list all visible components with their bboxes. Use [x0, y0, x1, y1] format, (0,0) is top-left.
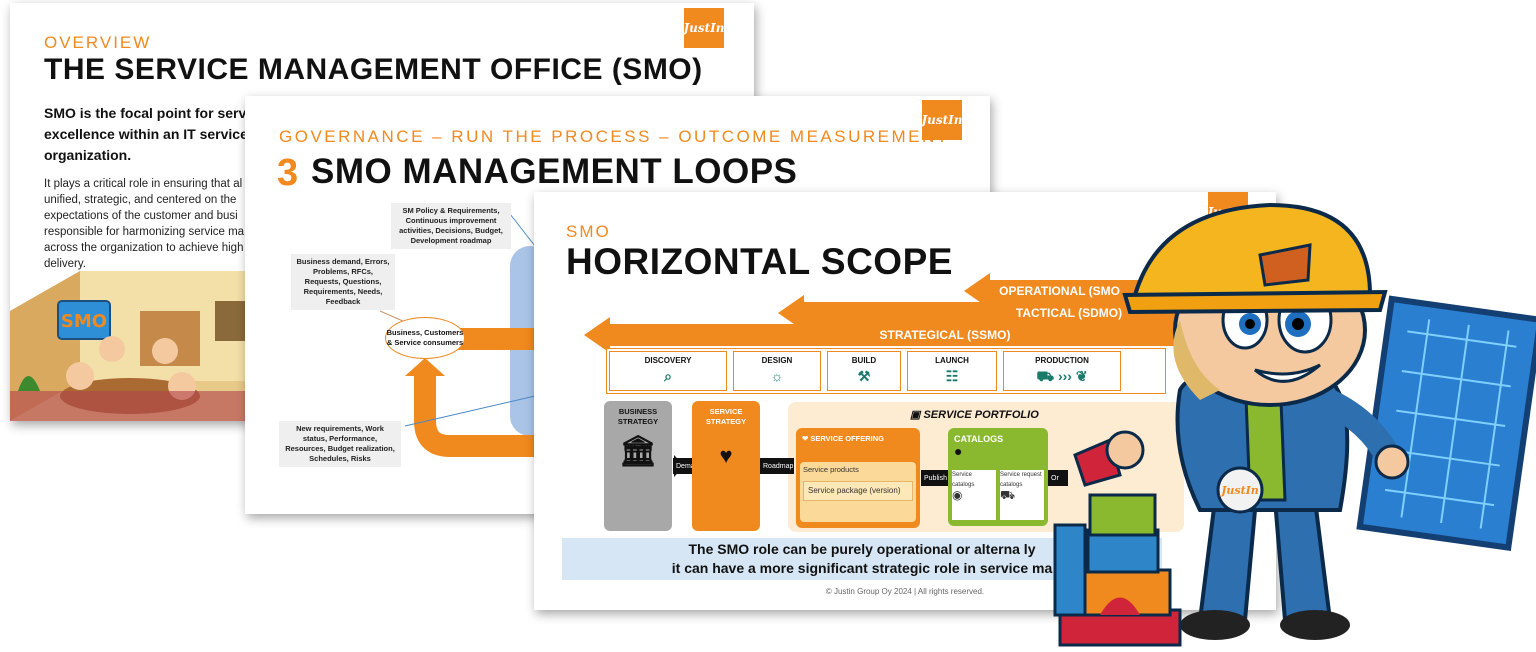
strategical-arrowhead	[584, 317, 610, 353]
band-strategical: STRATEGICAL (SSMO)	[610, 324, 1250, 346]
roadmap-connector: Roadmap	[760, 458, 794, 474]
service-package-box: Service package (version)	[803, 481, 913, 501]
office-illustration: SMO	[10, 271, 250, 421]
slide1-kicker: OVERVIEW	[44, 33, 152, 52]
magnifier-chart-icon: ⌕	[664, 368, 672, 384]
bank-icon: 🏛	[618, 435, 658, 468]
heart-message-icon: ♥	[719, 443, 733, 468]
phase-discovery: DISCOVERY⌕	[609, 351, 727, 391]
slide2-kicker: GOVERNANCE – RUN THE PROCESS – OUTCOME M…	[279, 127, 950, 146]
service-catalogs-box: Service catalogs◉	[952, 470, 996, 520]
presentation-icon: ☷	[945, 368, 959, 384]
slide1-body: It plays a critical role in ensuring tha…	[44, 178, 245, 270]
user-icon: ●	[954, 443, 963, 459]
lifecycle-phases: DISCOVERY⌕ DESIGN☼ BUILD⚒ LAUNCH☷ PRODUC…	[606, 348, 1166, 394]
briefcase-icon: ▣	[910, 409, 924, 421]
publish-connector: Publish	[921, 470, 951, 486]
request-catalogs-box: Service request catalogs⛟	[1000, 470, 1044, 520]
catalogs-box: CATALOGS ● Service catalogs◉ Service req…	[948, 428, 1048, 526]
smo-sign	[57, 300, 111, 340]
slide1-lead: SMO is the focal point for serv excellen…	[44, 105, 248, 163]
builder-mascot-illustration: JustIn	[1053, 202, 1536, 647]
service-products-box: Service products Service package (versio…	[800, 462, 916, 522]
service-strategy-box: SERVICE STRATEGY ♥	[692, 401, 760, 531]
slide1-title: THE SERVICE MANAGEMENT OFFICE (SMO)	[44, 53, 703, 86]
copyright: © Justin Group Oy 2024 | All rights rese…	[825, 587, 985, 596]
svg-text:SMO: SMO	[61, 311, 107, 332]
note-policy: SM Policy & Requirements, Continuous imp…	[391, 203, 511, 249]
toy-blocks	[1053, 430, 1182, 647]
slide3-kicker: SMO	[566, 222, 611, 241]
note-demand: Business demand, Errors, Problems, RFCs,…	[291, 254, 395, 310]
lightbulb-icon: ☼	[770, 368, 784, 384]
slide2-number: 3	[277, 152, 299, 194]
crane-icon: ⚒	[857, 368, 871, 384]
blueprint	[1356, 295, 1536, 551]
portfolio-label: ▣ SERVICE PORTFOLIO	[910, 409, 1039, 421]
business-strategy-box: BUSINESS STRATEGY 🏛	[604, 401, 672, 531]
justin-badge	[1216, 466, 1264, 514]
cart-icon: ⛟	[1000, 488, 1016, 502]
heart-gear-icon: ❤	[802, 434, 811, 443]
justin-logo: JustIn	[921, 100, 963, 140]
phase-production: PRODUCTION⛟ ››› ❦	[1003, 351, 1121, 391]
hard-hat	[1132, 202, 1373, 297]
service-offering-box: ❤ SERVICE OFFERING Service products Serv…	[796, 428, 920, 528]
justin-logo: JustIn	[683, 8, 725, 48]
phase-design: DESIGN☼	[733, 351, 821, 391]
eye-icon: ◉	[952, 488, 963, 502]
slide3-title: HORIZONTAL SCOPE	[566, 241, 953, 282]
order-connector: Or	[1048, 470, 1068, 486]
phase-launch: LAUNCH☷	[907, 351, 997, 391]
note-requirements: New requirements, Work status, Performan…	[279, 421, 401, 467]
svg-text:JustIn: JustIn	[1219, 484, 1259, 497]
phase-build: BUILD⚒	[827, 351, 901, 391]
slide2-title: SMO MANAGEMENT LOOPS	[311, 152, 798, 191]
cart-growth-icon: ⛟ ››› ❦	[1036, 368, 1088, 384]
business-oval: Business, Customers & Service consumers	[385, 317, 465, 359]
